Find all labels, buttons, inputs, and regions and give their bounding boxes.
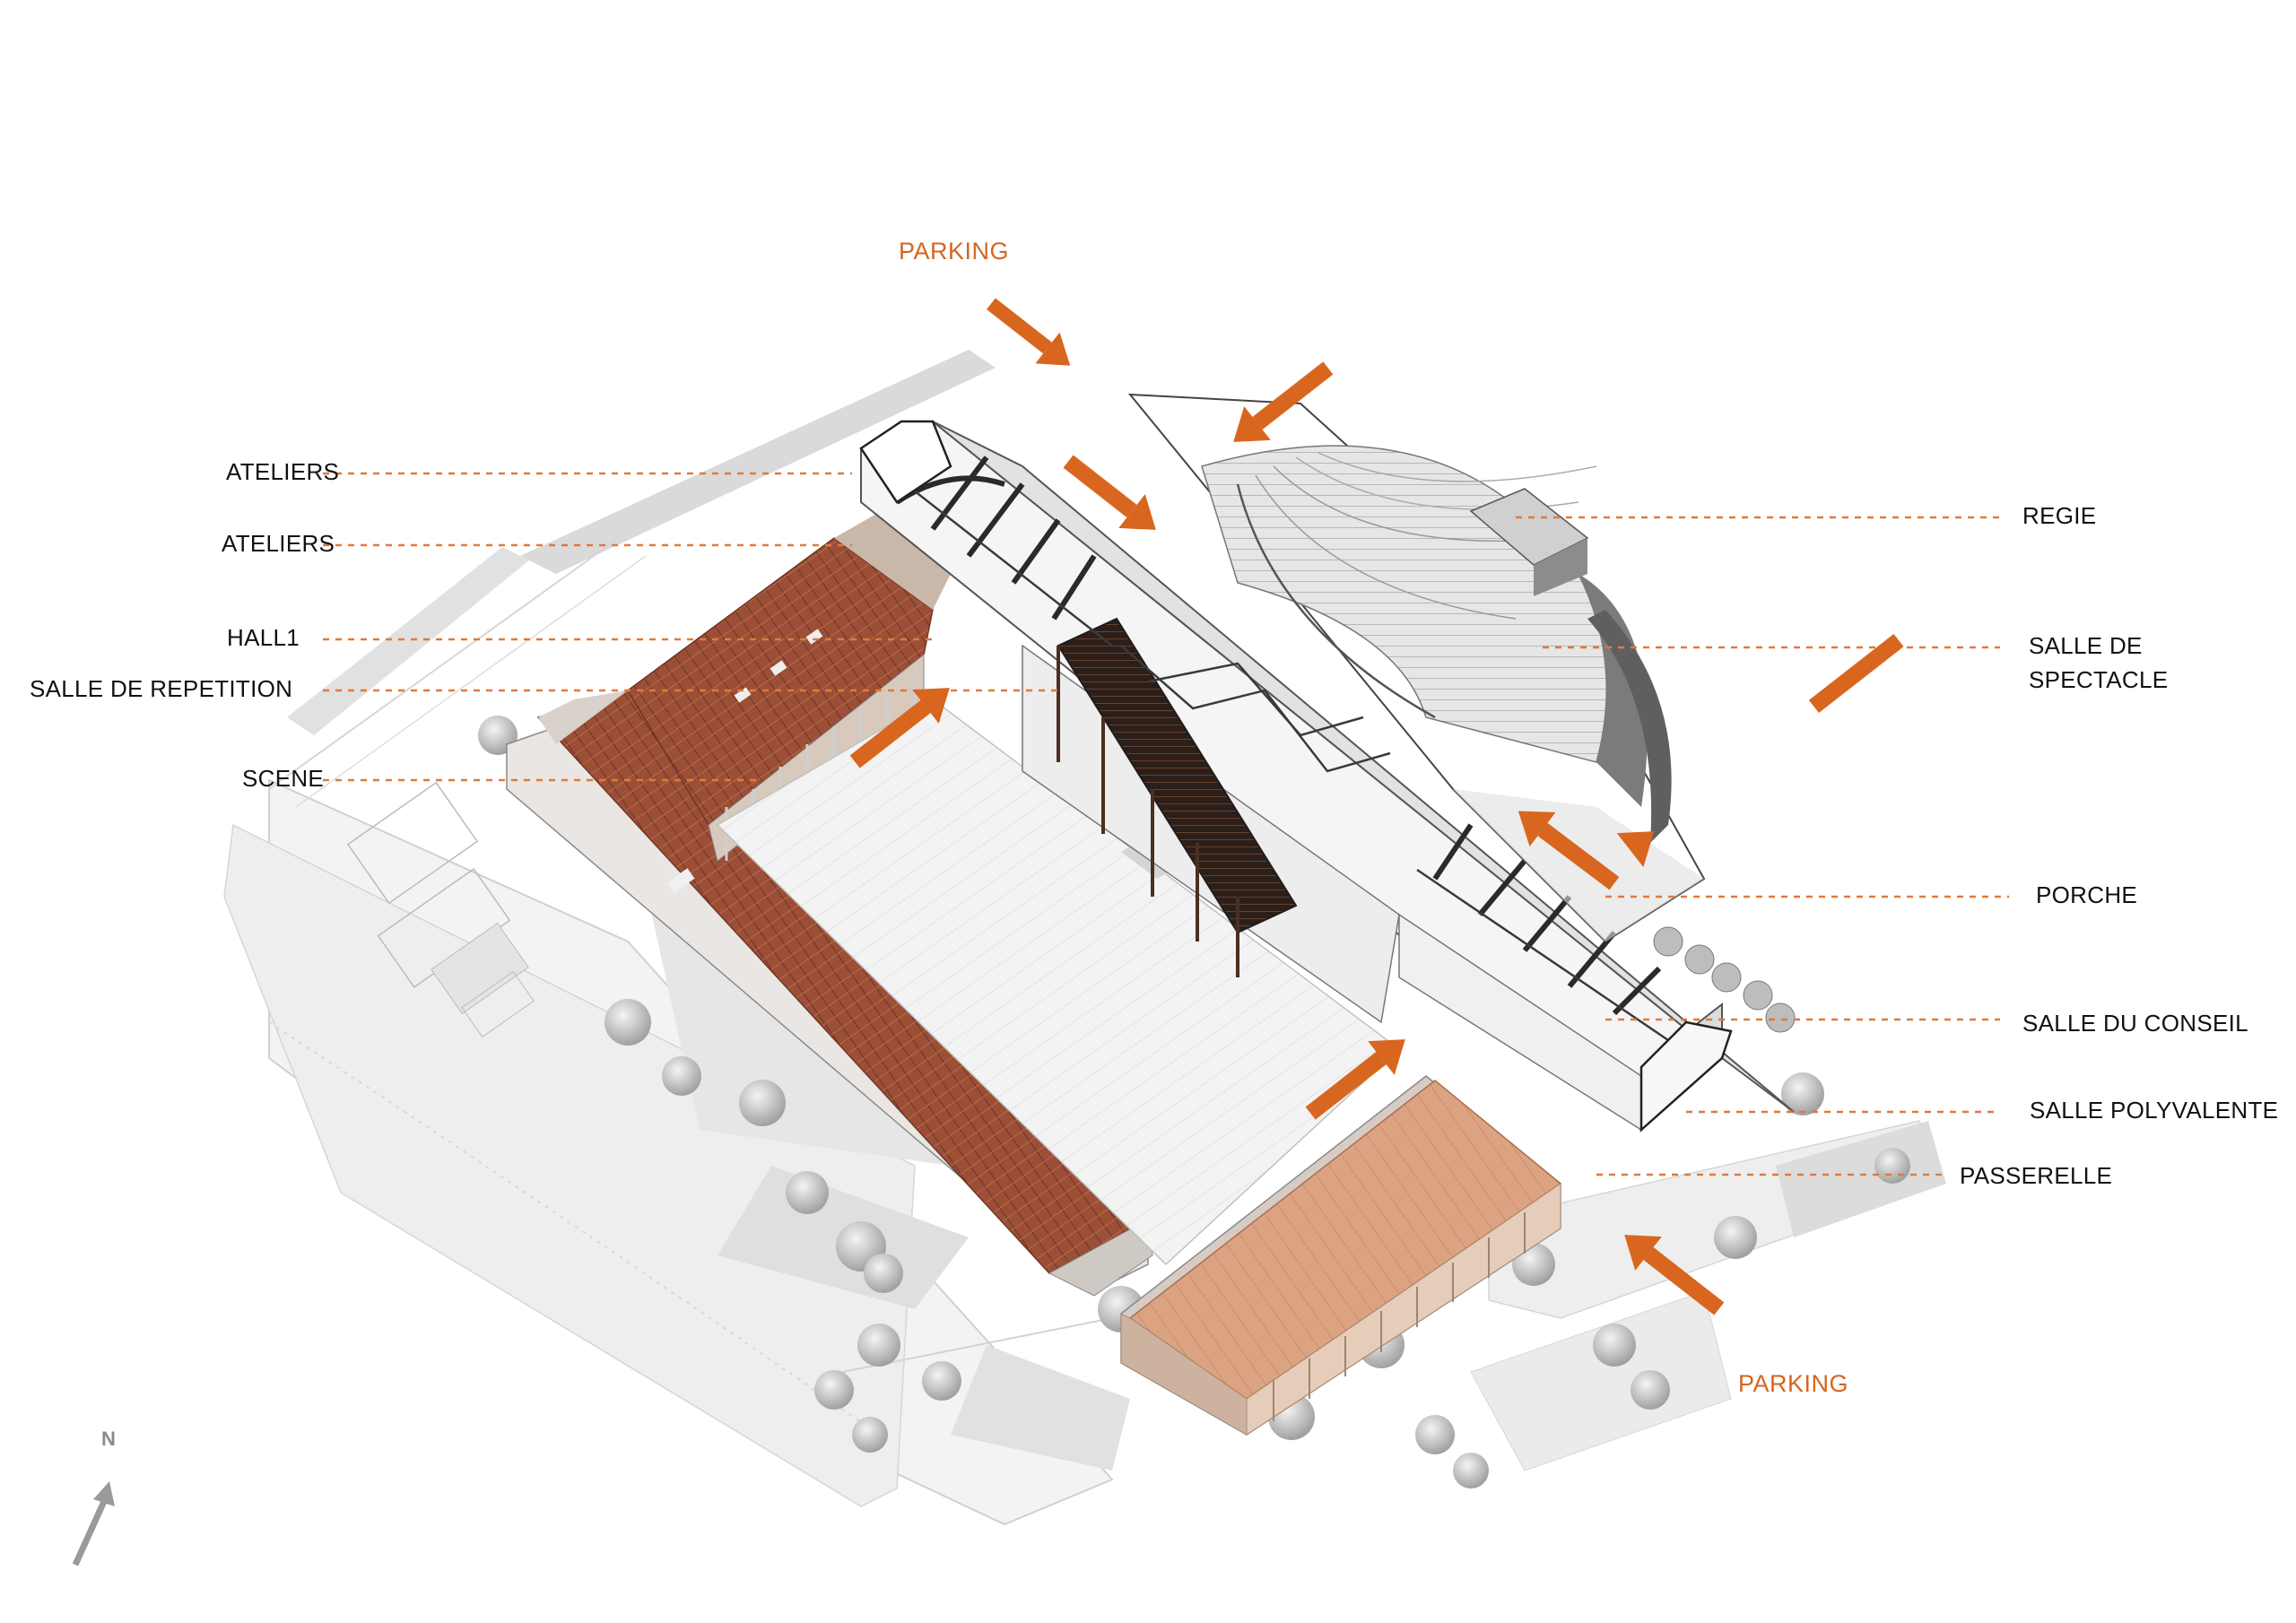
leader-lines-right: [1516, 516, 2009, 1176]
label-salle-spectacle-line1: SALLE DE: [2029, 632, 2143, 659]
north-arrow-head: [93, 1481, 115, 1506]
arrow-parking-bottom: [1624, 1235, 1725, 1315]
arrow-parking-top: [987, 298, 1071, 366]
arrow-courtyard-south: [1305, 1039, 1405, 1120]
label-scene: SCENE: [242, 765, 324, 792]
salle-polyvalente-building: [1120, 1075, 1562, 1436]
leader-lines-left: [323, 472, 1058, 782]
arrow-hall-entrance: [1063, 455, 1156, 530]
arrow-east: [1616, 633, 1904, 867]
north-arrow: N: [72, 1428, 116, 1567]
label-parking-top: PARKING: [899, 238, 1009, 265]
main-hall: [859, 420, 1796, 1133]
arrow-top-right: [1233, 361, 1334, 442]
label-salle-repetition: SALLE DE REPETITION: [30, 675, 292, 702]
label-parking-bottom: PARKING: [1738, 1370, 1848, 1397]
label-salle-spectacle-line2: SPECTACLE: [2029, 666, 2168, 693]
arrow-porche: [1518, 811, 1620, 890]
label-passerelle: PASSERELLE: [1960, 1162, 2112, 1189]
arrow-courtyard-west: [849, 688, 950, 768]
label-porche: PORCHE: [2036, 881, 2137, 908]
salle-de-spectacle: [1127, 393, 1706, 943]
label-ateliers-2: ATELIERS: [222, 530, 335, 557]
north-arrow-shaft: [72, 1496, 109, 1567]
label-hall1: HALL1: [227, 624, 300, 651]
label-ateliers-1: ATELIERS: [226, 458, 339, 485]
label-salle-conseil: SALLE DU CONSEIL: [2022, 1010, 2248, 1037]
access-arrows: [849, 298, 1904, 1315]
label-regie: REGIE: [2022, 502, 2096, 529]
north-letter: N: [101, 1428, 116, 1450]
label-salle-polyvalente: SALLE POLYVALENTE: [2030, 1097, 2278, 1124]
